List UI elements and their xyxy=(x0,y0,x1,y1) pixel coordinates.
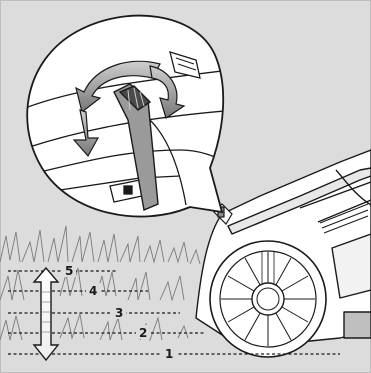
height-label-2: 2 xyxy=(139,326,147,340)
wheel xyxy=(210,241,326,357)
height-label-3: 3 xyxy=(115,306,123,320)
height-label-4: 4 xyxy=(89,284,97,298)
height-label-1: 1 xyxy=(165,347,173,361)
height-label-5: 5 xyxy=(65,264,73,278)
